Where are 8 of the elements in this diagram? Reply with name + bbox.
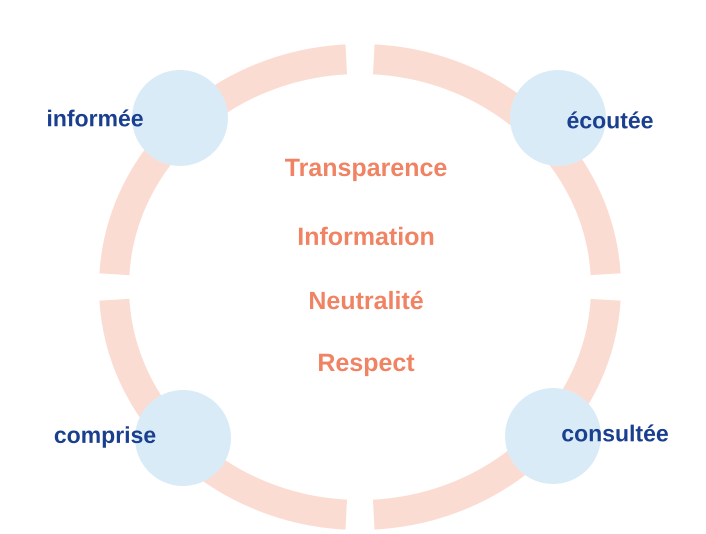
center-word: Transparence bbox=[285, 158, 446, 182]
circle-label: écoutée bbox=[510, 70, 653, 166]
center-word: Information bbox=[298, 226, 434, 246]
center-word: Respect bbox=[319, 354, 414, 376]
circle-label: informée bbox=[48, 70, 228, 166]
center-word: Neutralité bbox=[310, 290, 423, 310]
circle-label: comprise bbox=[54, 390, 231, 486]
circle-label: consultée bbox=[505, 388, 668, 484]
